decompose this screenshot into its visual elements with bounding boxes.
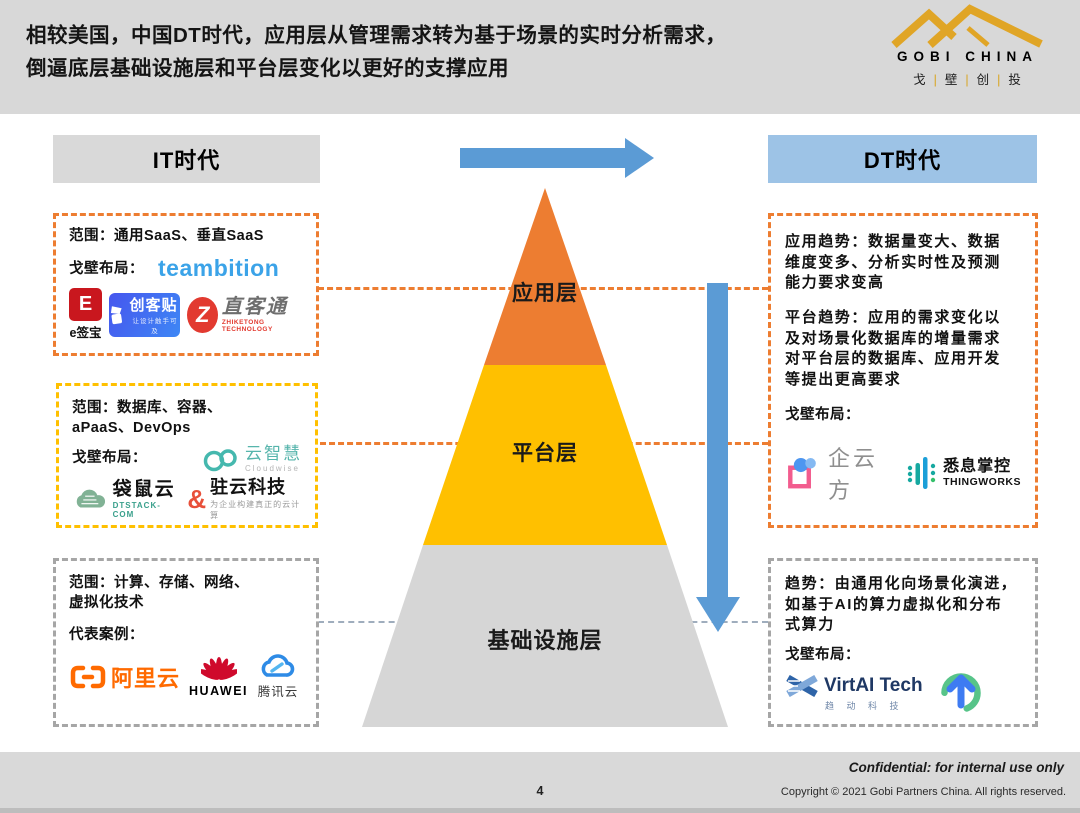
thingworks-sublabel: THINGWORKS [943,475,1021,488]
pyramid-app-layer-shape [484,188,606,365]
zhiketong-icon: Z [187,296,218,333]
brand-name-en: GOBI CHINA [897,49,1038,64]
it-platform-layout-label: 戈壁布局： [72,450,147,467]
dt-era-header: DT时代 [768,135,1037,183]
it-era-label: IT时代 [152,148,221,173]
tencent-cloud-logo: 腾讯云 [257,654,299,700]
pyramid-platform-label: 平台层 [512,442,578,465]
footer-band: Confidential: for internal use only Copy… [0,752,1080,813]
it-platform-box: 范围：数据库、容器、 aPaaS、DevOps 戈壁布局： 云智慧 Cloudw… [56,383,318,528]
copyright-note: Copyright © 2021 Gobi Partners China. Al… [780,786,1066,798]
dt-trends-box: 应用趋势：数据量变大、数据 维度变多、分析实时性及预测 能力要求变高 平台趋势：… [768,213,1038,528]
virtai-logo: VirtAI Tech 趋 动 科 技 [785,674,923,712]
esign-icon: E [69,288,102,322]
cloudwise-sublabel: Cloudwise [245,463,300,473]
tencent-cloud-label: 腾讯云 [257,684,299,699]
qiyunfang-icon [788,458,816,489]
dtstack-logo: 袋鼠云 DTSTACK-COM [72,480,178,519]
down-arrow-head [696,597,740,632]
pyramid-diagram [362,188,728,727]
brand-cn-char: 壁 [944,73,959,87]
cloudwise-logo: 云智慧 Cloudwise [201,445,302,473]
circle-up-arrow-logo [940,673,981,714]
dt-era-label: DT时代 [863,148,942,173]
pyramid-infra-label: 基础设施层 [487,628,603,653]
brand-cn-char: 戈 [913,73,927,87]
brand-cn-char: 创 [976,73,991,87]
tencent-cloud-icon [261,654,295,677]
esign-logo: E e签宝 [69,288,102,341]
chuangkit-logo: 创客贴 让设计触手可及 [109,292,181,337]
dt-infra-box: 趋势：由通用化向场景化演进， 如基于AI的算力虚拟化和分布 式算力 戈壁布局： … [768,558,1038,727]
huawei-logo: HUAWEI [189,655,248,698]
mountain-icon [890,4,1043,48]
esign-label: e签宝 [69,326,102,341]
pyramid-app-label: 应用层 [512,282,578,305]
aliyun-label: 阿里云 [111,665,181,691]
brand-name-cn: 戈 | 壁 | 创 | 投 [865,69,1070,88]
chuangkit-slogan: 让设计触手可及 [132,318,178,336]
pyramid-infra-layer-shape [362,545,728,727]
aliyun-logo: 阿里云 [69,661,180,693]
zhiketong-label: 直客通 [221,295,288,318]
it-app-layout-label: 戈壁布局： [69,260,144,277]
cloudwise-cloud-icon [203,449,237,472]
brand-separator: | [997,73,1002,87]
brand-separator: | [965,73,970,87]
dtstack-cloud-icon [76,489,106,508]
qiyunfang-label: 企云方 [828,446,879,504]
dtstack-label: 袋鼠云 [112,478,176,500]
down-arrow-shaft [707,283,728,598]
right-arrow-head [625,138,654,178]
huawei-flower-icon [200,657,237,681]
thingworks-logo: 悉息掌控 THINGWORKS [906,455,1021,491]
right-arrow-shaft [460,148,626,168]
qiyunfang-logo: 企云方 [785,441,894,505]
gobi-china-logo: GOBI CHINA 戈 | 壁 | 创 | 投 [865,4,1070,88]
pyramid-platform-layer-shape [423,365,667,545]
it-app-box: 范围：通用SaaS、垂直SaaS 戈壁布局： teambition E e签宝 … [53,213,319,356]
it-infra-box: 范围：计算、存储、网络、 虚拟化技术 代表案例： 阿里云 [53,558,319,727]
title-line-2: 倒逼底层基础设施层和平台层变化以更好的支撑应用 [26,57,509,81]
confidential-note: Confidential: for internal use only [848,760,1064,775]
virtai-sublabel: 趋 动 科 技 [825,700,904,711]
it-infra-scope: 范围：计算、存储、网络、 虚拟化技术 [69,575,249,612]
virtai-label: VirtAI Tech [824,674,923,696]
it-era-header: IT时代 [53,135,320,183]
dt-platform-trend: 平台趋势：应用的需求变化以 及对场景化数据库的增量需求 对平台层的数据库、应用开… [785,309,1001,389]
it-platform-scope: 范围：数据库、容器、 aPaaS、DevOps [72,400,222,437]
title-band: 相较美国，中国DT时代，应用层从管理需求转为基于场景的实时分析需求， 倒逼底层基… [0,0,1080,114]
chuangkit-label: 创客贴 [129,297,178,315]
dt-infra-trend: 趋势：由通用化向场景化演进， 如基于AI的算力虚拟化和分布 式算力 [785,575,1018,634]
dtstack-sublabel: DTSTACK-COM [112,500,161,519]
zhuyun-logo: & 驻云科技 为企业构建真正的云计算 [187,478,302,521]
teambition-logo: teambition [158,255,280,282]
dt-trends-layout-label: 戈壁布局： [785,406,860,423]
cloudwise-label: 云智慧 [245,443,302,463]
zhiketong-sublabel: ZHIKETONG TECHNOLOGY [221,318,273,333]
page-number: 4 [536,784,544,798]
huawei-label: HUAWEI [189,684,249,699]
brand-cn-char: 投 [1008,73,1022,87]
zhuyun-sublabel: 为企业构建真正的云计算 [210,499,301,520]
title-line-1: 相较美国，中国DT时代，应用层从管理需求转为基于场景的实时分析需求， [26,24,727,47]
brand-separator: | [933,73,938,87]
thingworks-label: 悉息掌控 [943,458,1012,476]
chuangkit-mascot-icon [110,306,122,324]
thingworks-dots-icon [907,457,936,490]
it-infra-cases-label: 代表案例： [69,626,144,643]
zhuyun-label: 驻云科技 [210,476,287,497]
aliyun-bracket-icon [70,665,106,689]
zhiketong-logo: Z 直客通 ZHIKETONG TECHNOLOGY [187,295,303,333]
dt-app-trend: 应用趋势：数据量变大、数据 维度变多、分析实时性及预测 能力要求变高 [785,233,1001,292]
virtai-x-icon [786,674,818,697]
slide-title: 相较美国，中国DT时代，应用层从管理需求转为基于场景的实时分析需求， 倒逼底层基… [26,19,726,85]
dt-infra-layout-label: 戈壁布局： [785,647,860,664]
zhuyun-icon: & [187,484,207,515]
it-app-scope: 范围：通用SaaS、垂直SaaS [69,228,264,244]
